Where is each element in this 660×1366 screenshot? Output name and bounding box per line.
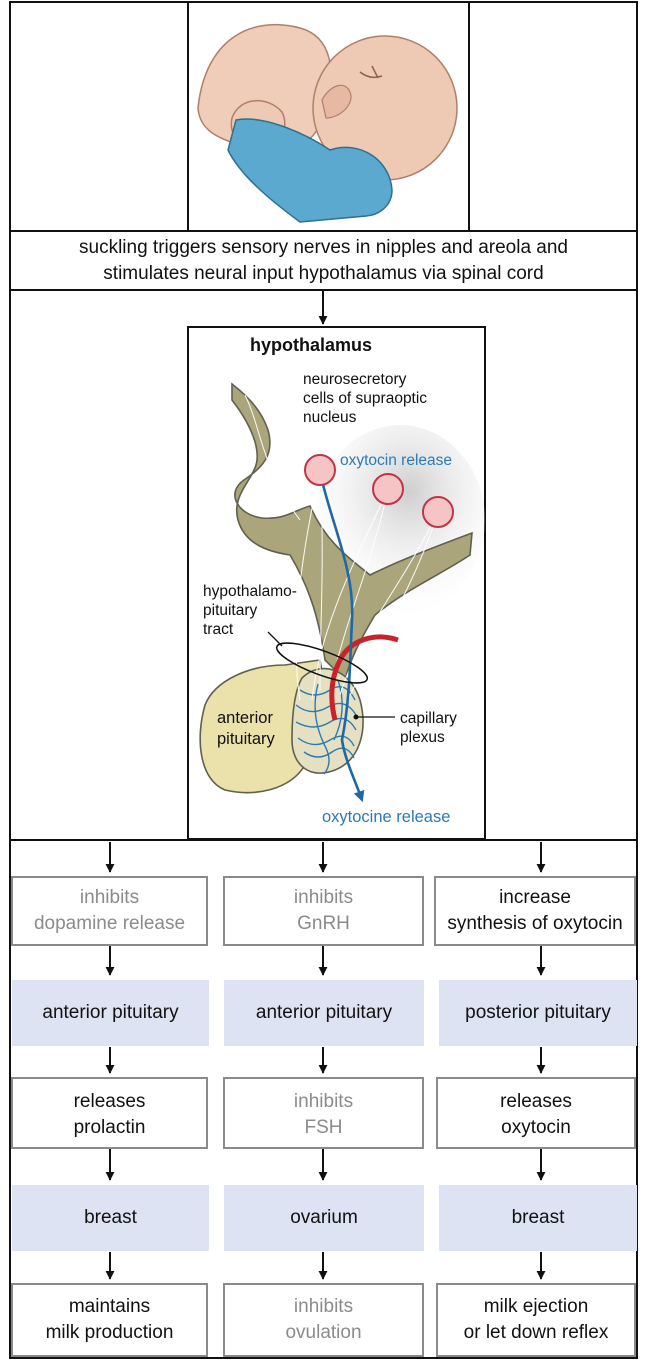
neurosecretory-label: neurosecretory cells of supraoptic nucle… bbox=[303, 371, 428, 426]
neuron-cell-2 bbox=[372, 473, 404, 505]
col2-step2: anterior pituitary bbox=[255, 1002, 393, 1023]
col1-step1: inhibits dopamine release bbox=[33, 887, 186, 934]
neuron-cell-1 bbox=[304, 454, 336, 486]
oxytocine-release-label: oxytocine release bbox=[322, 808, 451, 826]
caption-line-1: suckling triggers sensory nerves in nipp… bbox=[79, 237, 568, 258]
col2-step4: ovarium bbox=[290, 1207, 358, 1228]
suckling-caption: suckling triggers sensory nerves in nipp… bbox=[12, 235, 635, 287]
col1-step3: releases prolactin bbox=[73, 1091, 146, 1138]
col3-step3: releases oxytocin bbox=[500, 1091, 572, 1138]
hypothalamus-title: hypothalamus bbox=[250, 335, 373, 355]
col1-step2: anterior pituitary bbox=[42, 1002, 179, 1023]
col2-step3: inhibits FSH bbox=[293, 1091, 354, 1138]
capillary-plexus-label: capillary plexus bbox=[400, 710, 457, 746]
infant-nursing-illustration bbox=[197, 24, 458, 223]
col1-step5: maintains milk production bbox=[45, 1296, 174, 1343]
tract-label: hypothalamo- pituitary tract bbox=[203, 583, 297, 638]
col2-step5: inhibits ovulation bbox=[285, 1296, 362, 1343]
caption-line-2: stimulates neural input hypothalamus via… bbox=[103, 263, 544, 284]
col1-step4: breast bbox=[84, 1207, 137, 1228]
hypothalamus-anatomy bbox=[199, 382, 485, 803]
col3-step4: breast bbox=[511, 1207, 565, 1228]
col3-step2: posterior pituitary bbox=[465, 1002, 611, 1023]
neuron-cell-3 bbox=[422, 496, 454, 528]
col3-step5: milk ejection or let down reflex bbox=[463, 1296, 609, 1343]
col3-step1: increase synthesis of oxytocin bbox=[447, 887, 623, 934]
col2-step1: inhibits GnRH bbox=[293, 887, 354, 934]
oxytocin-release-label: oxytocin release bbox=[340, 452, 453, 469]
outer-frame bbox=[9, 1, 638, 1359]
anterior-pituitary-label: anterior pituitary bbox=[217, 709, 275, 748]
